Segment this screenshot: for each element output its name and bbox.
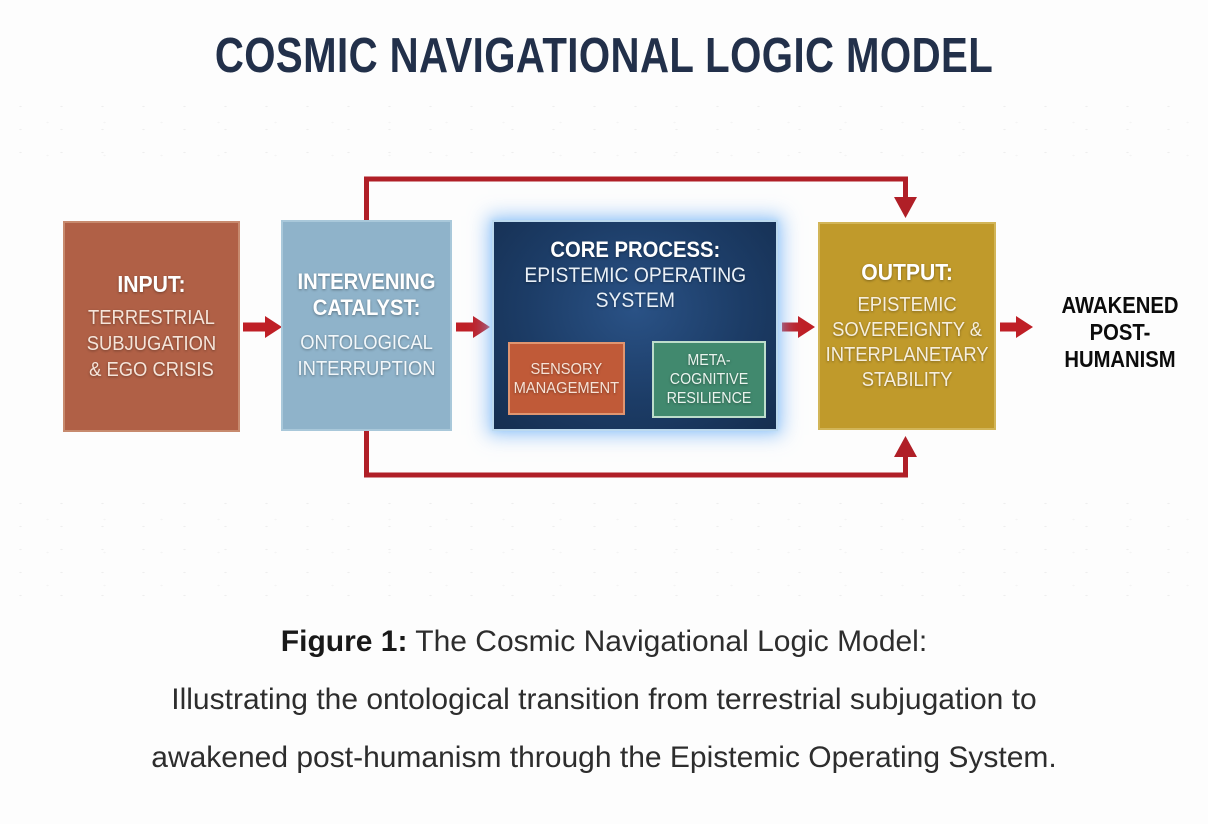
input-box: INPUT: TERRESTRIAL SUBJUGATION & EGO CRI… [63, 221, 240, 432]
catalyst-box: INTERVENING CATALYST: ONTOLOGICAL INTERR… [281, 220, 452, 431]
paper-texture [0, 95, 1208, 165]
sensory-box-line: SENSORY [530, 360, 603, 378]
input-box-line: TERRESTRIAL [88, 306, 215, 329]
figure-caption: Figure 1: The Cosmic Navigational Logic … [0, 626, 1208, 800]
core-box-line: EPISTEMIC OPERATING [524, 264, 746, 287]
caption-line-2: Illustrating the ontological transition … [171, 683, 1037, 716]
result-label: AWAKENED POST- HUMANISM [1039, 292, 1201, 373]
input-box-line: SUBJUGATION [86, 332, 217, 355]
meta-cognitive-resilience-box: META- COGNITIVE RESILIENCE [652, 341, 766, 418]
paper-texture [0, 492, 1208, 614]
output-box-heading: OUTPUT: [861, 259, 953, 285]
meta-box-line: COGNITIVE [669, 371, 749, 388]
caption-line-1: Figure 1: The Cosmic Navigational Logic … [0, 626, 1208, 658]
result-label-line: POST- [1089, 319, 1151, 345]
output-box-line: EPISTEMIC [857, 294, 957, 316]
result-label-line: HUMANISM [1064, 346, 1176, 372]
core-box-heading: CORE PROCESS: [550, 237, 720, 262]
sensory-box-line: MANAGEMENT [513, 379, 620, 397]
output-box-line: STABILITY [861, 369, 953, 391]
catalyst-box-line: ONTOLOGICAL [300, 332, 433, 354]
input-box-heading: INPUT: [117, 270, 186, 297]
input-box-line: & EGO CRISIS [89, 358, 214, 381]
figure-number-label: Figure 1: [280, 625, 408, 658]
result-label-line: AWAKENED [1061, 292, 1179, 318]
catalyst-box-line: INTERRUPTION [297, 358, 436, 380]
output-box: OUTPUT: EPISTEMIC SOVEREIGNTY & INTERPLA… [818, 222, 996, 430]
meta-box-line: META- [687, 352, 731, 369]
output-box-line: INTERPLANETARY [825, 344, 989, 366]
caption-title-text: The Cosmic Navigational Logic Model: [407, 625, 928, 658]
feedback-arrow-top [364, 176, 917, 221]
output-box-line: SOVEREIGNTY & [832, 319, 982, 341]
sensory-management-box: SENSORY MANAGEMENT [508, 342, 625, 415]
meta-box-line: RESILIENCE [666, 390, 752, 407]
diagram-title: COSMIC NAVIGATIONAL LOGIC MODEL [214, 29, 994, 83]
caption-line-3: awakened post-humanism through the Epist… [151, 741, 1057, 774]
core-box-line: SYSTEM [595, 289, 675, 312]
catalyst-box-heading: CATALYST: [312, 295, 421, 320]
catalyst-box-heading: INTERVENING [297, 269, 436, 294]
feedback-arrow-bottom [364, 431, 917, 478]
